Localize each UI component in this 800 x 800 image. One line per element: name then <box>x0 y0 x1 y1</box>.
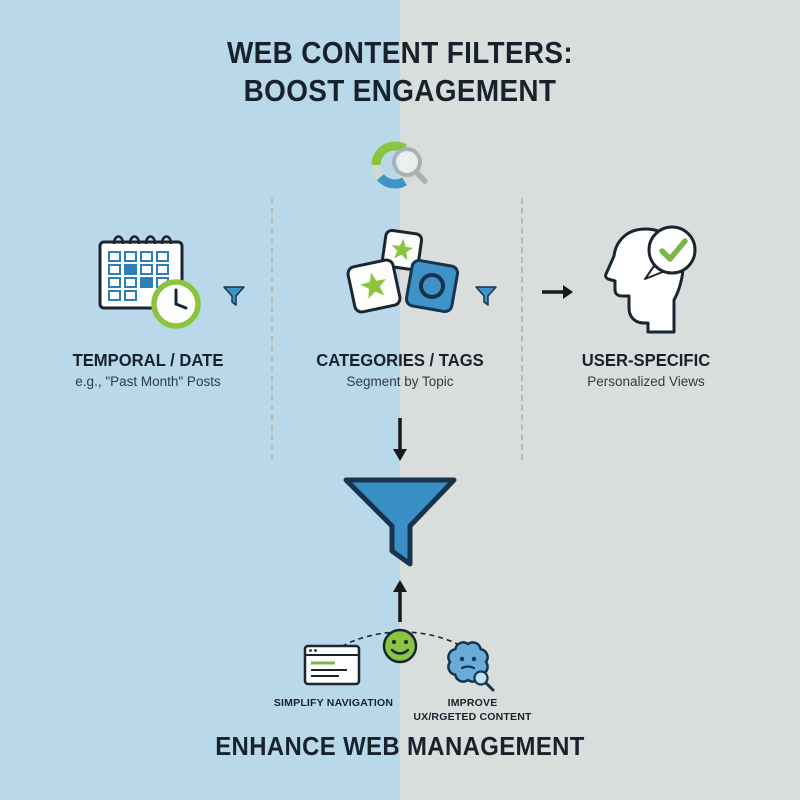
column-heading-temporal: TEMPORAL / DATE <box>72 350 224 370</box>
column-heading-user: USER-SPECIFIC <box>581 350 711 370</box>
funnel-small-icon-2 <box>474 284 498 313</box>
column-temporal: TEMPORAL / DATE e.g., "Past Month" Posts <box>28 350 268 389</box>
calendar-clock-icon <box>92 226 212 343</box>
user-head-icon <box>588 220 703 340</box>
benefit-label-simplify: SIMPLIFY NAVIGATION <box>261 697 406 711</box>
category-cards-icon <box>336 220 466 337</box>
column-subheading-categories: Segment by Topic <box>346 374 454 389</box>
column-user-specific: USER-SPECIFIC Personalized Views <box>526 350 766 389</box>
search-donut-icon <box>368 132 432 201</box>
column-subheading-user: Personalized Views <box>587 374 705 389</box>
column-divider-right <box>521 198 523 460</box>
column-heading-categories: CATEGORIES / TAGS <box>316 350 484 370</box>
column-categories: CATEGORIES / TAGS Segment by Topic <box>280 350 520 389</box>
arrow-down-icon <box>390 416 410 467</box>
smiley-face-icon <box>380 626 420 671</box>
benefit-improve-line2: UX/RGETED CONTENT <box>413 710 532 723</box>
benefit-improve-line1: IMPROVE <box>447 697 498 709</box>
page-title: WEB CONTENT FILTERS: BOOST ENGAGEMENT <box>40 34 760 110</box>
funnel-large-icon <box>338 474 462 575</box>
mascot-blob-icon <box>438 634 502 703</box>
benefit-simplify-text: SIMPLIFY NAVIGATION <box>273 697 394 709</box>
footer-title: ENHANCE WEB MANAGEMENT <box>215 731 585 761</box>
funnel-small-icon-1 <box>222 284 246 313</box>
arrow-right-icon <box>540 282 574 307</box>
page-title-line1: WEB CONTENT FILTERS: <box>226 35 574 70</box>
column-divider-left <box>271 198 273 460</box>
browser-window-icon <box>302 640 362 695</box>
arrow-up-icon <box>390 580 410 629</box>
column-subheading-temporal: e.g., "Past Month" Posts <box>75 374 221 389</box>
benefit-label-improve: IMPROVE UX/RGETED CONTENT <box>400 697 545 724</box>
page-title-line2: BOOST ENGAGEMENT <box>243 72 557 108</box>
